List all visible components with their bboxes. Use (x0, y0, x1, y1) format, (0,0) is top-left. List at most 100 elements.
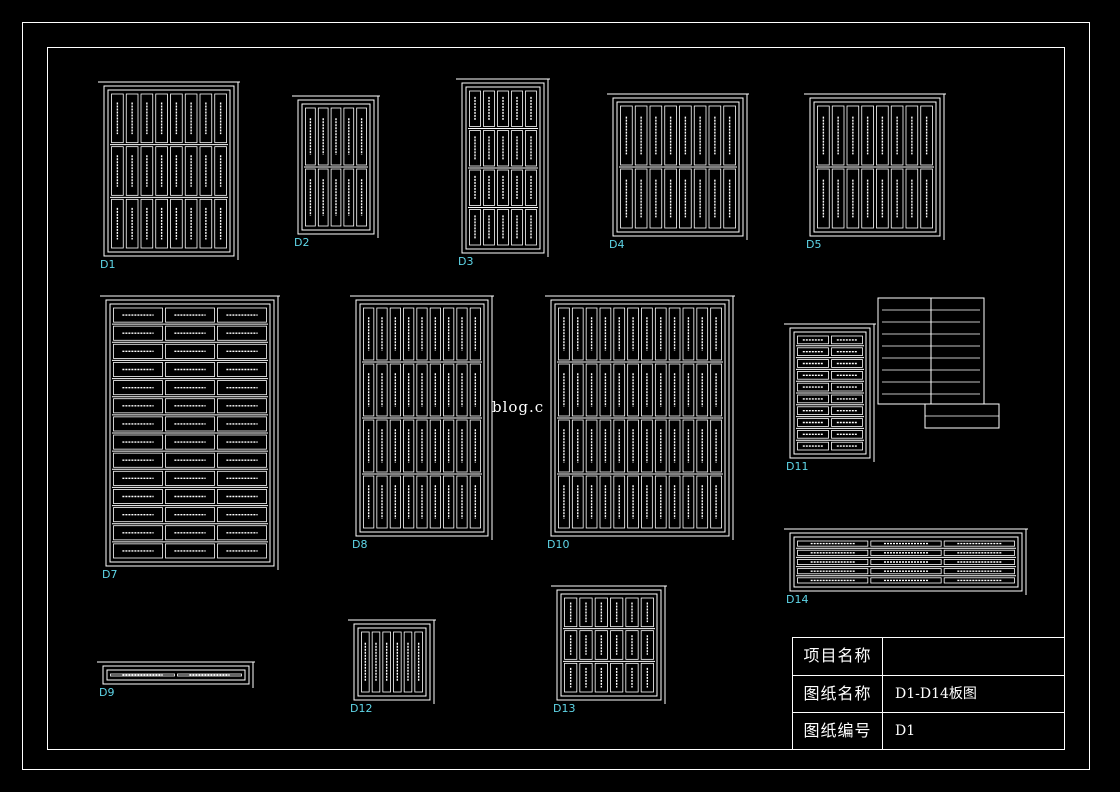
rebar-cell (627, 307, 639, 361)
inner-border (47, 47, 1065, 750)
rebar-cell (111, 93, 124, 144)
rebar-cell (113, 325, 163, 341)
rebar-cell (797, 559, 869, 566)
rebar-cell (797, 540, 869, 547)
rebar-cell (140, 146, 154, 196)
rebar-cell (870, 568, 942, 575)
rebar-cell (710, 419, 722, 473)
rebar-cell (634, 105, 648, 166)
rebar-cell (831, 441, 863, 451)
title-row-project: 项目名称 (793, 638, 1064, 675)
rebar-cell (710, 363, 722, 417)
rebar-cell (640, 630, 654, 660)
rebar-cell (217, 343, 267, 359)
rebar-cell (113, 452, 163, 468)
rebar-cell (469, 475, 481, 529)
rebar-cell (511, 209, 523, 246)
rebar-cell (696, 363, 709, 417)
rebar-cell (511, 130, 523, 167)
rebar-cell (177, 673, 242, 677)
rebar-cell (330, 168, 342, 227)
rebar-cell (343, 107, 355, 166)
rebar-cell (113, 525, 163, 541)
panel-label: D1 (100, 258, 115, 271)
rebar-cell (668, 419, 681, 473)
panel-label: D11 (786, 460, 808, 473)
rebar-cell (403, 631, 413, 693)
rebar-cell (558, 307, 570, 361)
rebar-cell (664, 168, 677, 229)
rebar-cell (599, 419, 612, 473)
rebar-cell (571, 475, 584, 529)
rebar-cell (797, 359, 829, 368)
rebar-cell (165, 398, 215, 414)
rebar-cell (217, 325, 267, 341)
rebar-cell (217, 470, 267, 486)
rebar-cell (682, 475, 695, 529)
panel-label: D5 (806, 238, 821, 251)
rebar-cell (363, 475, 375, 529)
rebar-cell (184, 93, 198, 144)
rebar-cell (113, 398, 163, 414)
rebar-cell (217, 416, 267, 432)
rebar-cell (170, 146, 183, 196)
rebar-cell (511, 169, 523, 206)
panel-d5: D5 (804, 93, 946, 251)
watermark-text: blog.c (492, 398, 545, 416)
rebar-cell (403, 363, 415, 417)
rebar-cell (594, 630, 608, 660)
rebar-cell (483, 90, 495, 127)
panel-d2: D2 (292, 95, 380, 249)
rebar-cell (664, 105, 677, 166)
rebar-cell (558, 475, 570, 529)
rebar-cell (165, 489, 215, 504)
rebar-cell (905, 105, 919, 166)
rebar-cell (330, 107, 342, 166)
panel-label: D10 (547, 538, 569, 551)
panel-label: D3 (458, 255, 473, 268)
rebar-cell (610, 630, 624, 660)
rebar-cell (571, 307, 584, 361)
rebar-cell (797, 429, 829, 439)
rebar-cell (831, 406, 863, 415)
rebar-cell (627, 419, 639, 473)
rebar-cell (217, 543, 267, 559)
rebar-cell (668, 475, 681, 529)
rebar-cell (217, 525, 267, 541)
rebar-cell (165, 416, 215, 432)
title-block: 项目名称 图纸名称 D1-D14板图 图纸编号 D1 (792, 637, 1065, 750)
rebar-cell (363, 307, 375, 361)
rebar-cell (165, 380, 215, 396)
rebar-cell (585, 363, 598, 417)
rebar-cell (217, 507, 267, 523)
panel-d13: D13 (551, 585, 667, 715)
rebar-cell (217, 398, 267, 414)
rebar-cell (693, 105, 707, 166)
rebar-cell (682, 307, 695, 361)
drawing-number-value: D1 (895, 723, 916, 739)
rebar-cell (564, 662, 578, 693)
drawing-number-label: 图纸编号 (793, 713, 883, 749)
rebar-cell (625, 630, 639, 660)
rebar-cell (693, 168, 707, 229)
rebar-cell (943, 577, 1015, 584)
rebar-cell (920, 168, 933, 229)
rebar-cell (376, 419, 388, 473)
rebar-cell (184, 146, 198, 196)
rebar-cell (217, 307, 267, 323)
title-row-drawing-name: 图纸名称 D1-D14板图 (793, 675, 1064, 712)
rebar-cell (797, 347, 829, 356)
rebar-cell (831, 370, 863, 380)
rebar-cell (469, 363, 481, 417)
rebar-cell (831, 418, 863, 427)
rebar-cell (905, 168, 919, 229)
rebar-cell (558, 363, 570, 417)
rebar-cell (649, 168, 663, 229)
rebar-cell (696, 307, 709, 361)
rebar-cell (111, 198, 124, 249)
rebar-cell (469, 169, 481, 206)
rebar-cell (710, 475, 722, 529)
rebar-cell (389, 307, 401, 361)
drawing-name-label: 图纸名称 (793, 676, 883, 712)
rebar-cell (217, 452, 267, 468)
